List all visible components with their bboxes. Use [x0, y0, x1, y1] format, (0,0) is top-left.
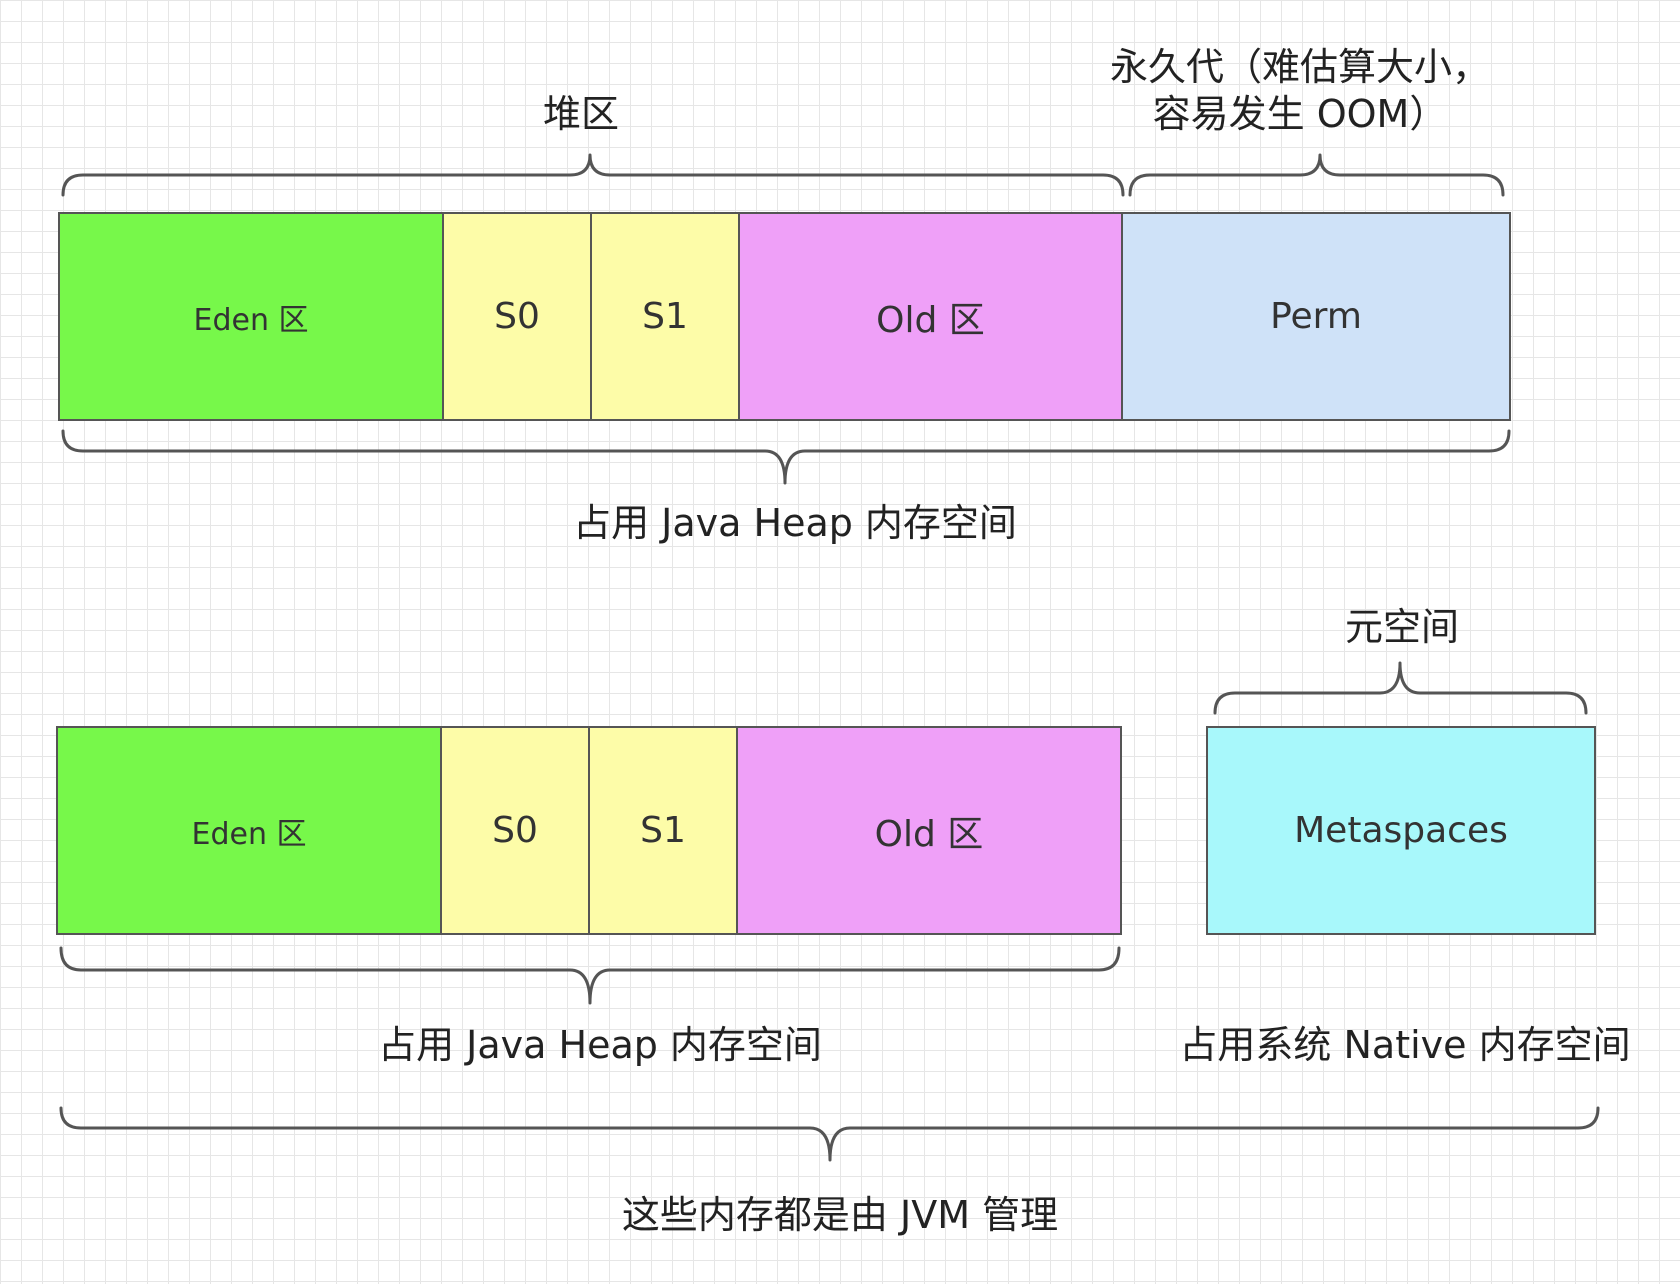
metaspace-box: Metaspaces	[1206, 726, 1596, 935]
top-eden-box: Eden 区	[58, 212, 444, 421]
perm-box: Perm	[1121, 212, 1511, 421]
metaspace-label: 元空间	[1344, 605, 1460, 649]
perm-gen-label-line1: 永久代（难估算大小，	[1109, 45, 1491, 89]
metaspace-brace	[1213, 661, 1588, 715]
jvm-brace	[59, 1106, 1600, 1162]
bottom-heap-brace	[59, 946, 1121, 1005]
top-heap-usage-label: 占用 Java Heap 内存空间	[573, 501, 1017, 545]
bottom-eden-box: Eden 区	[56, 726, 442, 935]
perm-brace	[1128, 153, 1505, 197]
perm-gen-label-line2: 容易发生 OOM）	[1152, 92, 1448, 136]
top-s0-box: S0	[442, 212, 592, 421]
bottom-heap-usage-label: 占用 Java Heap 内存空间	[378, 1023, 822, 1067]
bottom-s0-box: S0	[440, 726, 590, 935]
jvm-managed-label: 这些内存都是由 JVM 管理	[621, 1193, 1059, 1237]
bottom-s1-box: S1	[588, 726, 738, 935]
top-old-box: Old 区	[738, 212, 1123, 421]
top-s1-box: S1	[590, 212, 740, 421]
bottom-old-box: Old 区	[736, 726, 1122, 935]
top-heap-bottom-brace	[61, 429, 1511, 485]
heap-area-label: 堆区	[542, 92, 620, 136]
native-usage-label: 占用系统 Native 内存空间	[1179, 1023, 1631, 1067]
heap-brace	[61, 153, 1125, 197]
